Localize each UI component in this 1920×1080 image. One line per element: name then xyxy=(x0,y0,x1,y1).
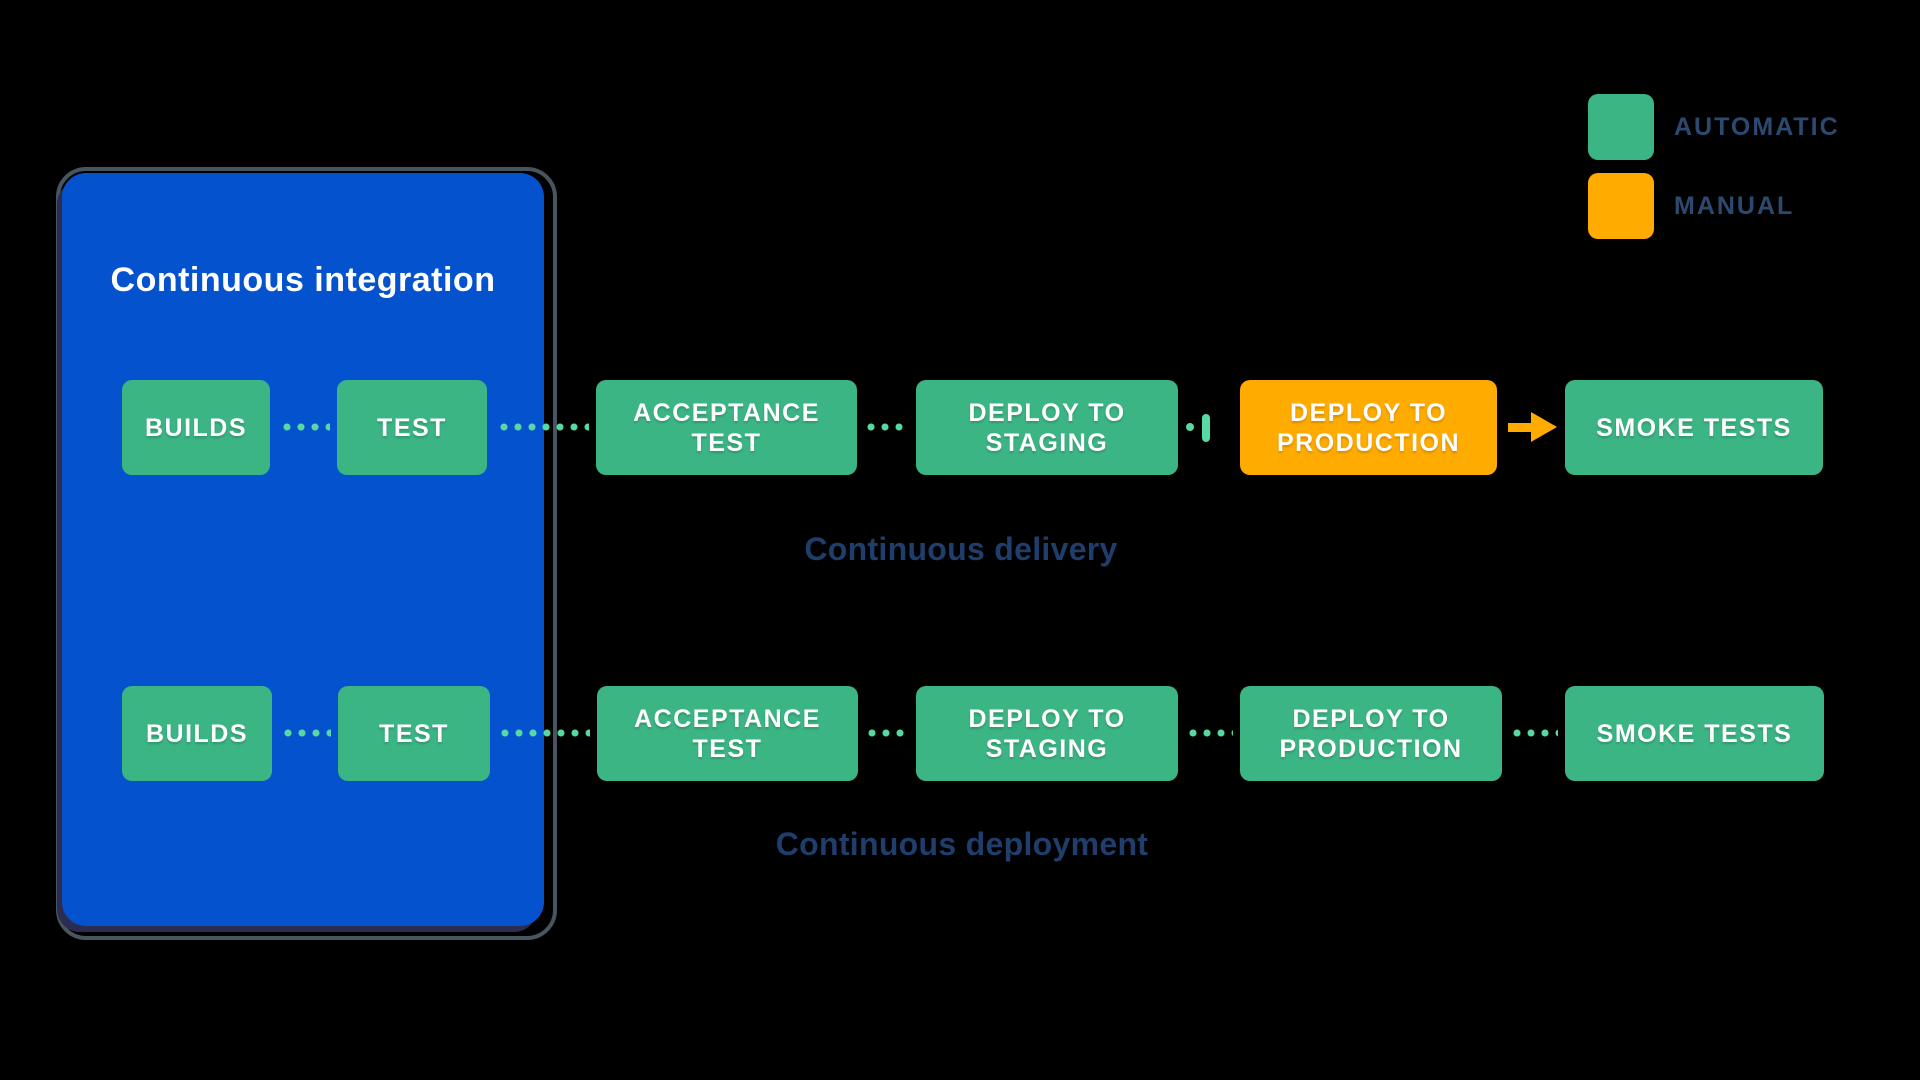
delivery-step-test: TEST xyxy=(337,380,487,475)
deployment-step-builds: BUILDS xyxy=(122,686,272,781)
delivery-step-acceptance-test: ACCEPTANCE TEST xyxy=(596,380,857,475)
delivery-step-smoke-tests: SMOKE TESTS xyxy=(1565,380,1823,475)
delivery-step-deploy-to-staging: DEPLOY TO STAGING xyxy=(916,380,1178,475)
continuous-integration-title: Continuous integration xyxy=(110,261,496,299)
automatic-swatch xyxy=(1588,94,1654,160)
continuous-integration-container: Continuous integration xyxy=(56,167,557,940)
manual-swatch xyxy=(1588,173,1654,239)
manual-gate-dot xyxy=(1186,423,1194,431)
continuous-integration-fill: Continuous integration xyxy=(62,173,544,926)
deployment-step-acceptance-test: ACCEPTANCE TEST xyxy=(597,686,858,781)
dotted-connector xyxy=(865,729,909,737)
dotted-connector xyxy=(1186,729,1233,737)
continuous-deployment-caption: Continuous deployment xyxy=(775,826,1149,862)
manual-arrow-head-icon xyxy=(1531,412,1557,442)
deployment-step-test: TEST xyxy=(338,686,490,781)
manual-gate-bar-icon xyxy=(1202,414,1210,442)
automatic-label: AUTOMATIC xyxy=(1674,112,1840,141)
manual-arrow-icon xyxy=(1508,423,1533,432)
dotted-connector xyxy=(1510,729,1558,737)
continuous-delivery-caption: Continuous delivery xyxy=(804,531,1118,567)
dotted-connector xyxy=(281,729,331,737)
delivery-step-builds: BUILDS xyxy=(122,380,270,475)
dotted-connector xyxy=(498,729,590,737)
dotted-connector xyxy=(864,423,909,431)
dotted-connector xyxy=(280,423,330,431)
dotted-connector xyxy=(497,423,589,431)
deployment-step-deploy-to-staging: DEPLOY TO STAGING xyxy=(916,686,1178,781)
deployment-step-smoke-tests: SMOKE TESTS xyxy=(1565,686,1824,781)
deployment-step-deploy-to-production: DEPLOY TO PRODUCTION xyxy=(1240,686,1502,781)
delivery-step-deploy-to-production: DEPLOY TO PRODUCTION xyxy=(1240,380,1497,475)
manual-label: MANUAL xyxy=(1674,191,1795,220)
